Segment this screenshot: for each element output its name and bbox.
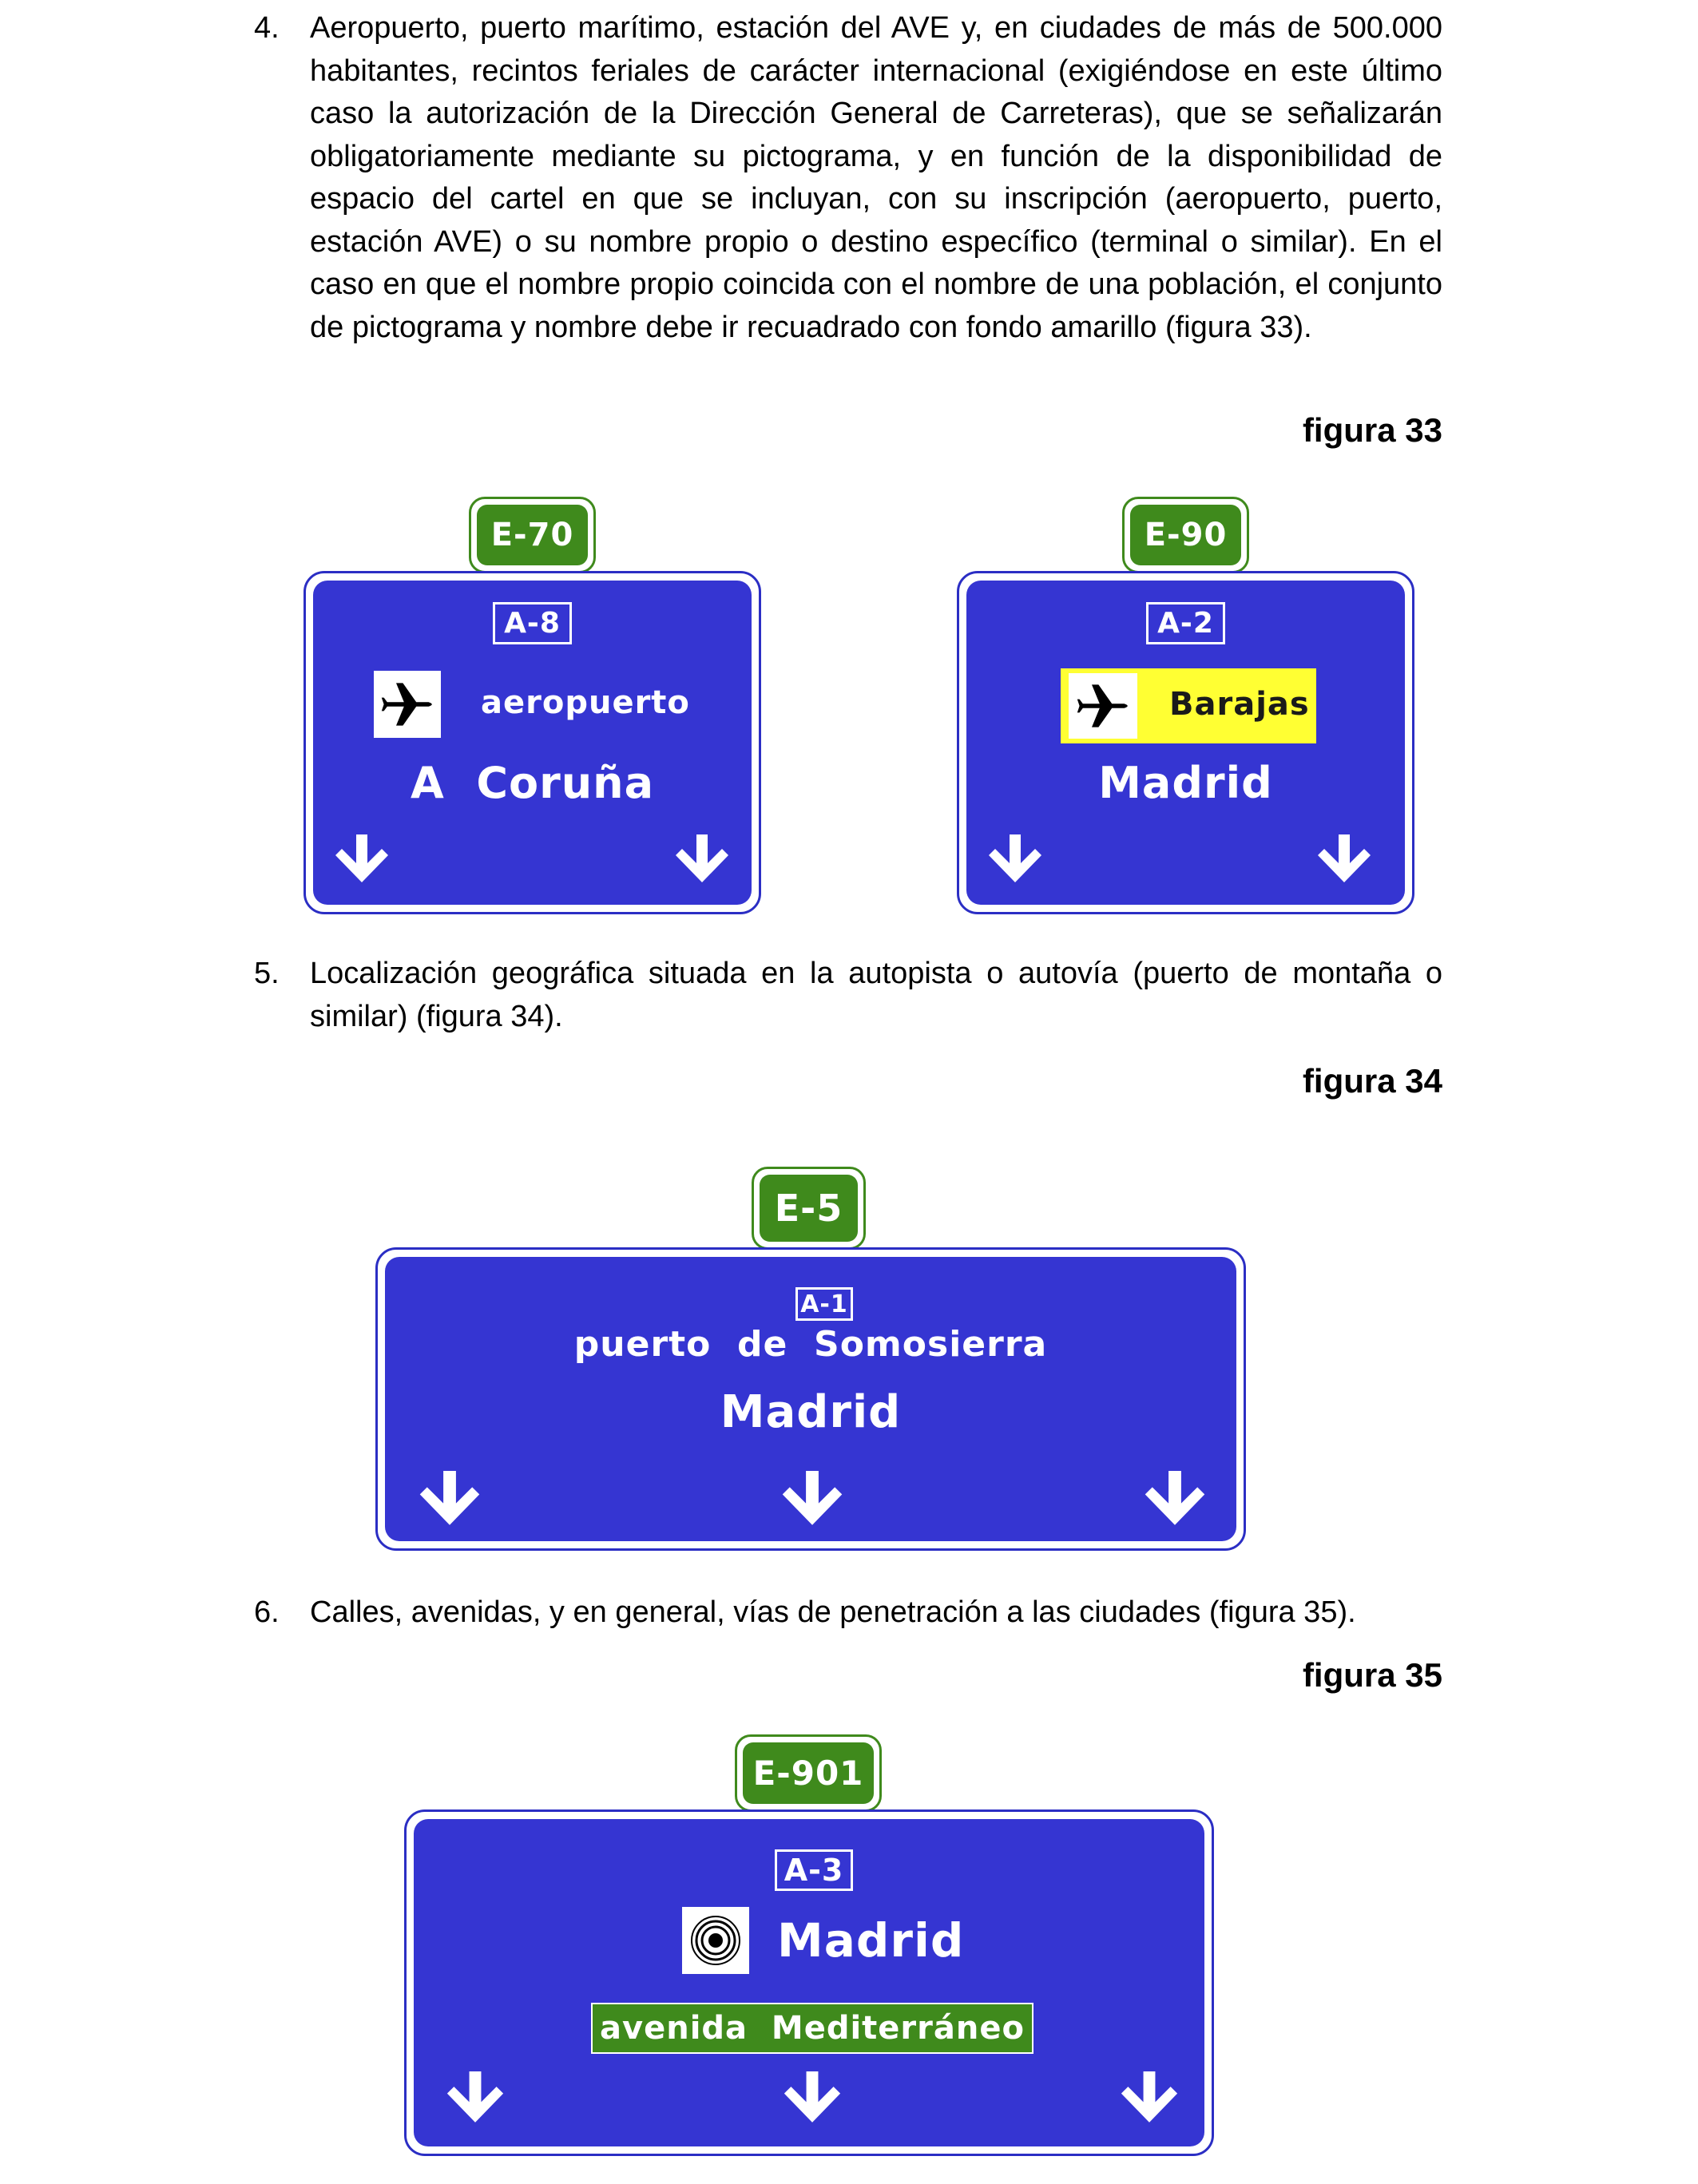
list-item-4: 4. Aeropuerto, puerto marítimo, estación… bbox=[254, 7, 1442, 351]
city-center-icon bbox=[682, 1907, 749, 1974]
item-number: 4. bbox=[254, 11, 280, 45]
arrow-down-icon bbox=[1145, 1471, 1205, 1525]
arrow-down-icon bbox=[676, 834, 728, 882]
sign-panel: A-2 Barajas Madrid bbox=[966, 581, 1405, 905]
item-text: Aeropuerto, puerto marítimo, estación de… bbox=[310, 11, 1442, 344]
arrow-down-icon bbox=[784, 2071, 841, 2123]
destination-label: Madrid bbox=[1098, 758, 1273, 808]
arrow-down-icon bbox=[989, 834, 1041, 882]
road-sign-somosierra: A-1 puerto de Somosierra Madrid bbox=[375, 1247, 1246, 1551]
e-route-label: E-5 bbox=[760, 1175, 858, 1242]
list-item-6: 6. Calles, avenidas, y en general, vías … bbox=[254, 1591, 1442, 1636]
arrow-down-icon bbox=[335, 834, 388, 882]
service-label: Barajas bbox=[1169, 686, 1310, 723]
e-route-label: E-70 bbox=[477, 505, 588, 565]
location-label: puerto de Somosierra bbox=[573, 1324, 1048, 1365]
sign-panel: A-8 aeropuerto A Coruña bbox=[313, 581, 752, 905]
e-route-tag: E-5 bbox=[752, 1167, 866, 1250]
sign-panel: A-3 Madrid avenida Mediterráneo bbox=[414, 1819, 1204, 2146]
sign-panel: A-1 puerto de Somosierra Madrid bbox=[385, 1257, 1236, 1541]
figure-33-label: figura 33 bbox=[1302, 411, 1442, 449]
e-route-tag: E-901 bbox=[735, 1734, 882, 1812]
destination-label: A Coruña bbox=[410, 758, 655, 808]
arrow-down-icon bbox=[1121, 2071, 1178, 2123]
e-route-tag: E-90 bbox=[1122, 497, 1249, 573]
destination-label: Madrid bbox=[720, 1386, 902, 1438]
item-text: Localización geográfica situada en la au… bbox=[310, 957, 1442, 1033]
yellow-highlight-box: Barajas bbox=[1061, 668, 1316, 743]
a-route-tag: A-1 bbox=[795, 1287, 853, 1321]
arrow-down-icon bbox=[446, 2071, 504, 2123]
street-name-box: avenida Mediterráneo bbox=[591, 2003, 1033, 2054]
arrow-down-icon bbox=[782, 1471, 843, 1525]
item-number: 5. bbox=[254, 957, 280, 990]
a-route-tag: A-8 bbox=[493, 602, 572, 644]
service-label: aeropuerto bbox=[481, 684, 690, 721]
e-route-label: E-901 bbox=[743, 1742, 874, 1804]
figure-35-label: figura 35 bbox=[1302, 1656, 1442, 1694]
item-number: 6. bbox=[254, 1595, 280, 1629]
item-text: Calles, avenidas, y en general, vías de … bbox=[310, 1595, 1356, 1629]
a-route-tag: A-2 bbox=[1146, 602, 1225, 644]
figure-34-label: figura 34 bbox=[1302, 1062, 1442, 1100]
arrow-down-icon bbox=[1318, 834, 1371, 882]
list-item-5: 5. Localización geográfica situada en la… bbox=[254, 953, 1442, 1040]
airplane-icon bbox=[374, 671, 441, 738]
destination-label: Madrid bbox=[777, 1913, 965, 1968]
a-route-tag: A-3 bbox=[775, 1849, 853, 1891]
road-sign-aeropuerto: A-8 aeropuerto A Coruña bbox=[303, 571, 761, 914]
road-sign-mediterraneo: A-3 Madrid avenida Mediterráneo bbox=[404, 1809, 1214, 2156]
e-route-label: E-90 bbox=[1130, 505, 1241, 565]
arrow-down-icon bbox=[419, 1471, 480, 1525]
road-sign-barajas: A-2 Barajas Madrid bbox=[957, 571, 1414, 914]
airplane-icon bbox=[1069, 673, 1137, 739]
e-route-tag: E-70 bbox=[469, 497, 596, 573]
